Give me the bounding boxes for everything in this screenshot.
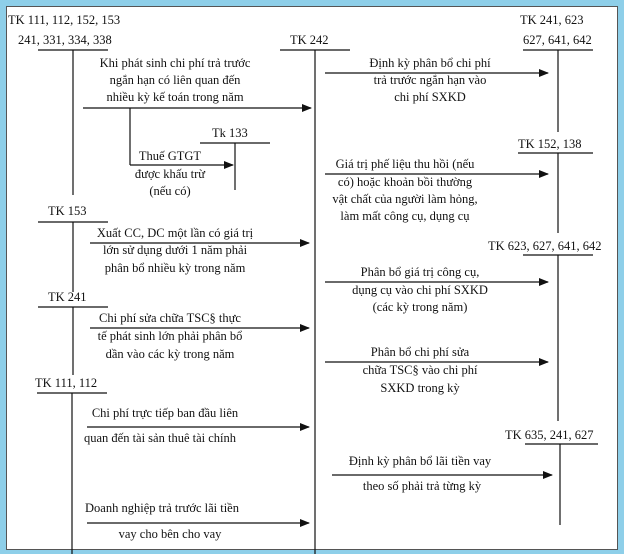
t-account-153: TK 153 xyxy=(38,204,108,292)
entry-tools-allocation: Phân bổ giá trị công cụ, dụng cụ vào chi… xyxy=(325,265,549,314)
account-label: Tk 133 xyxy=(212,126,248,140)
t-account-111-112: TK 111, 112 xyxy=(35,376,107,554)
entry-text: Xuất CC, DC một lần có giá trị xyxy=(97,226,254,240)
t-account-152-138: TK 152, 138 xyxy=(518,137,593,233)
t-account-133: Tk 133 xyxy=(200,126,270,190)
entry-text: Khi phát sinh chi phí trả trước xyxy=(100,56,251,70)
entry-text: Phân bổ chi phí sửa xyxy=(371,345,470,359)
entry-text: được khấu trừ xyxy=(135,167,206,181)
account-label: TK 152, 138 xyxy=(518,137,582,151)
entry-text: dần vào các kỳ trong năm xyxy=(106,347,235,361)
account-label: TK 241, 623 xyxy=(520,13,584,27)
entry-vat: Thuế GTGT được khấu trừ (nếu có) xyxy=(130,149,234,198)
entry-text: SXKD trong kỳ xyxy=(380,381,460,395)
account-label: TK 241 xyxy=(48,290,87,304)
account-label: TK 153 xyxy=(48,204,87,218)
entry-text: làm mất công cụ, dụng cụ xyxy=(340,209,470,223)
t-account-242: TK 242 xyxy=(280,33,350,554)
entry-text: dụng cụ vào chi phí SXKD xyxy=(352,283,488,297)
entry-scrap-value: Giá trị phế liệu thu hồi (nếu có) hoặc k… xyxy=(325,157,549,223)
entry-text: Định kỳ phân bổ chi phí xyxy=(369,56,491,70)
entry-text: vật chất của người làm hỏng, xyxy=(332,192,477,206)
entry-text: Thuế GTGT xyxy=(139,149,201,163)
entry-text: Giá trị phế liệu thu hồi (nếu xyxy=(336,157,476,171)
entry-text: vay cho bên cho vay xyxy=(119,527,222,541)
entry-text: Chi phí sửa chữa TSC§ thực xyxy=(99,311,241,325)
account-label: TK 635, 241, 627 xyxy=(505,428,594,442)
entry-text: nhiều kỳ kế toán trong năm xyxy=(106,90,243,104)
entry-text: Chi phí trực tiếp ban đầu liên xyxy=(92,406,239,420)
entry-lease-cost: Chi phí trực tiếp ban đầu liên quan đến … xyxy=(84,406,310,445)
entry-text: chi phí SXKD xyxy=(394,90,466,104)
entry-text: Doanh nghiệp trả trước lãi tiền xyxy=(85,501,240,515)
entry-text: Định kỳ phân bổ lãi tiền vay xyxy=(349,454,492,468)
t-account-dest-1: TK 241, 623 627, 641, 642 xyxy=(520,13,593,132)
entry-text: quan đến tài sản thuê tài chính xyxy=(84,431,237,445)
entry-interest-allocation: Định kỳ phân bổ lãi tiền vay theo số phả… xyxy=(332,454,553,493)
entry-text: tế phát sinh lớn phải phân bổ xyxy=(98,329,243,343)
entry-text: Phân bổ giá trị công cụ, xyxy=(361,265,480,279)
entry-text: theo số phải trả từng kỳ xyxy=(363,479,482,493)
entry-tools-issue: Xuất CC, DC một lần có giá trị lớn sử dụ… xyxy=(90,226,310,275)
account-label: TK 111, 112, 152, 153 xyxy=(8,13,120,27)
entry-text: (các kỳ trong năm) xyxy=(373,300,468,314)
account-label: 627, 641, 642 xyxy=(523,33,592,47)
entry-prepaid-interest: Doanh nghiệp trả trước lãi tiền vay cho … xyxy=(85,501,310,541)
entry-text: phân bổ nhiều kỳ trong năm xyxy=(105,261,246,275)
t-account-source-1: TK 111, 112, 152, 153 241, 331, 334, 338 xyxy=(8,13,120,195)
entry-text: lớn sử dụng dưới 1 năm phải xyxy=(103,243,248,257)
entry-periodic-allocation: Định kỳ phân bổ chi phí trả trước ngắn h… xyxy=(325,56,549,104)
entry-prepaid-cost: Khi phát sinh chi phí trả trước ngắn hạn… xyxy=(83,56,312,165)
t-account-dest-2: TK 623, 627, 641, 642 xyxy=(488,239,602,421)
entry-text: (nếu có) xyxy=(149,184,190,198)
account-label: TK 242 xyxy=(290,33,329,47)
entry-text: ngắn hạn có liên quan đến xyxy=(110,73,242,87)
account-label: 241, 331, 334, 338 xyxy=(18,33,112,47)
diagram-paper xyxy=(6,6,618,550)
entry-text: có) hoặc khoản bồi thường xyxy=(338,175,473,189)
account-label: TK 623, 627, 641, 642 xyxy=(488,239,602,253)
t-account-241: TK 241 xyxy=(38,290,108,375)
entry-repair-allocation: Phân bổ chi phí sửa chữa TSC§ vào chi ph… xyxy=(325,345,549,395)
entry-repair-cost: Chi phí sửa chữa TSC§ thực tế phát sinh … xyxy=(90,311,310,361)
t-account-dest-3: TK 635, 241, 627 xyxy=(505,428,598,525)
entry-text: chữa TSC§ vào chi phí xyxy=(363,363,478,377)
account-label: TK 111, 112 xyxy=(35,376,97,390)
entry-text: trả trước ngắn hạn vào xyxy=(374,73,487,87)
